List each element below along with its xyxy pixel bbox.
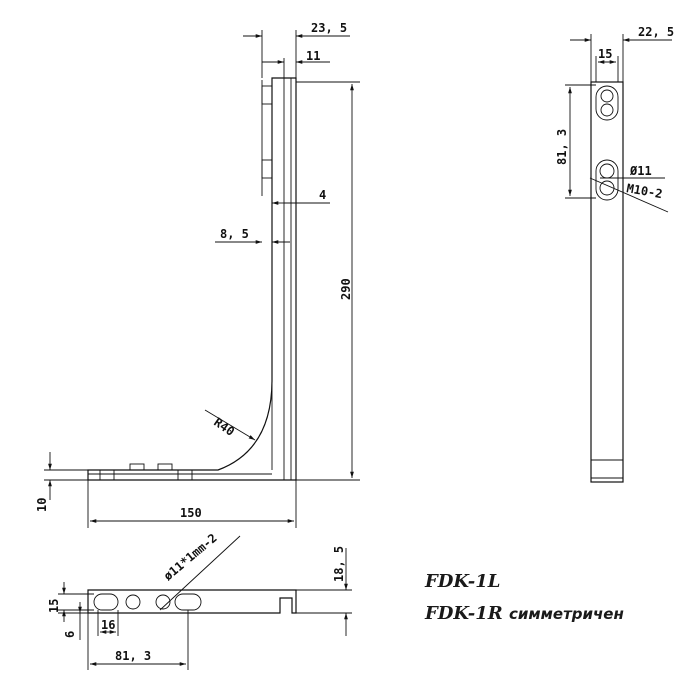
dim-81-3-bottom: 81, 3 (115, 649, 151, 663)
dim-dia-11: Ø11 (629, 164, 652, 178)
dim-r40: R40 (211, 415, 237, 439)
side-view: 22, 5 15 81, 3 Ø11 M10-2 (555, 25, 674, 483)
dim-150: 150 (180, 506, 202, 520)
front-view: 23, 5 11 290 4 8, 5 R40 10 150 (35, 21, 360, 528)
dim-15-bottom: 15 (47, 599, 61, 613)
caption-model-l: FDK-1L (425, 571, 501, 592)
dim-22-5: 22, 5 (638, 25, 674, 39)
bracket-outline (87, 77, 297, 481)
caption-model-r: FDK-1R симметричен (425, 603, 624, 624)
dim-81-3-side: 81, 3 (555, 129, 569, 165)
dim-16: 16 (101, 618, 115, 632)
dim-10: 10 (35, 498, 49, 512)
caption-model-r-code: FDK-1R (425, 603, 503, 624)
dim-18-5: 18, 5 (332, 546, 346, 582)
dim-8-5: 8, 5 (220, 227, 249, 241)
dim-23-5: 23, 5 (311, 21, 347, 35)
dim-11: 11 (306, 49, 320, 63)
bottom-plate (87, 589, 297, 614)
dim-15-side: 15 (598, 47, 612, 61)
caption-model-r-note: симметричен (508, 605, 624, 623)
dim-290: 290 (339, 278, 353, 300)
dim-hole: ø11*1mm-2 (161, 531, 220, 584)
dim-m10-2: M10-2 (625, 181, 663, 201)
bottom-view: ø11*1mm-2 18, 5 15 6 16 81, 3 (47, 531, 352, 670)
side-plate (590, 81, 624, 483)
dim-4: 4 (319, 188, 326, 202)
dim-6: 6 (63, 631, 77, 638)
